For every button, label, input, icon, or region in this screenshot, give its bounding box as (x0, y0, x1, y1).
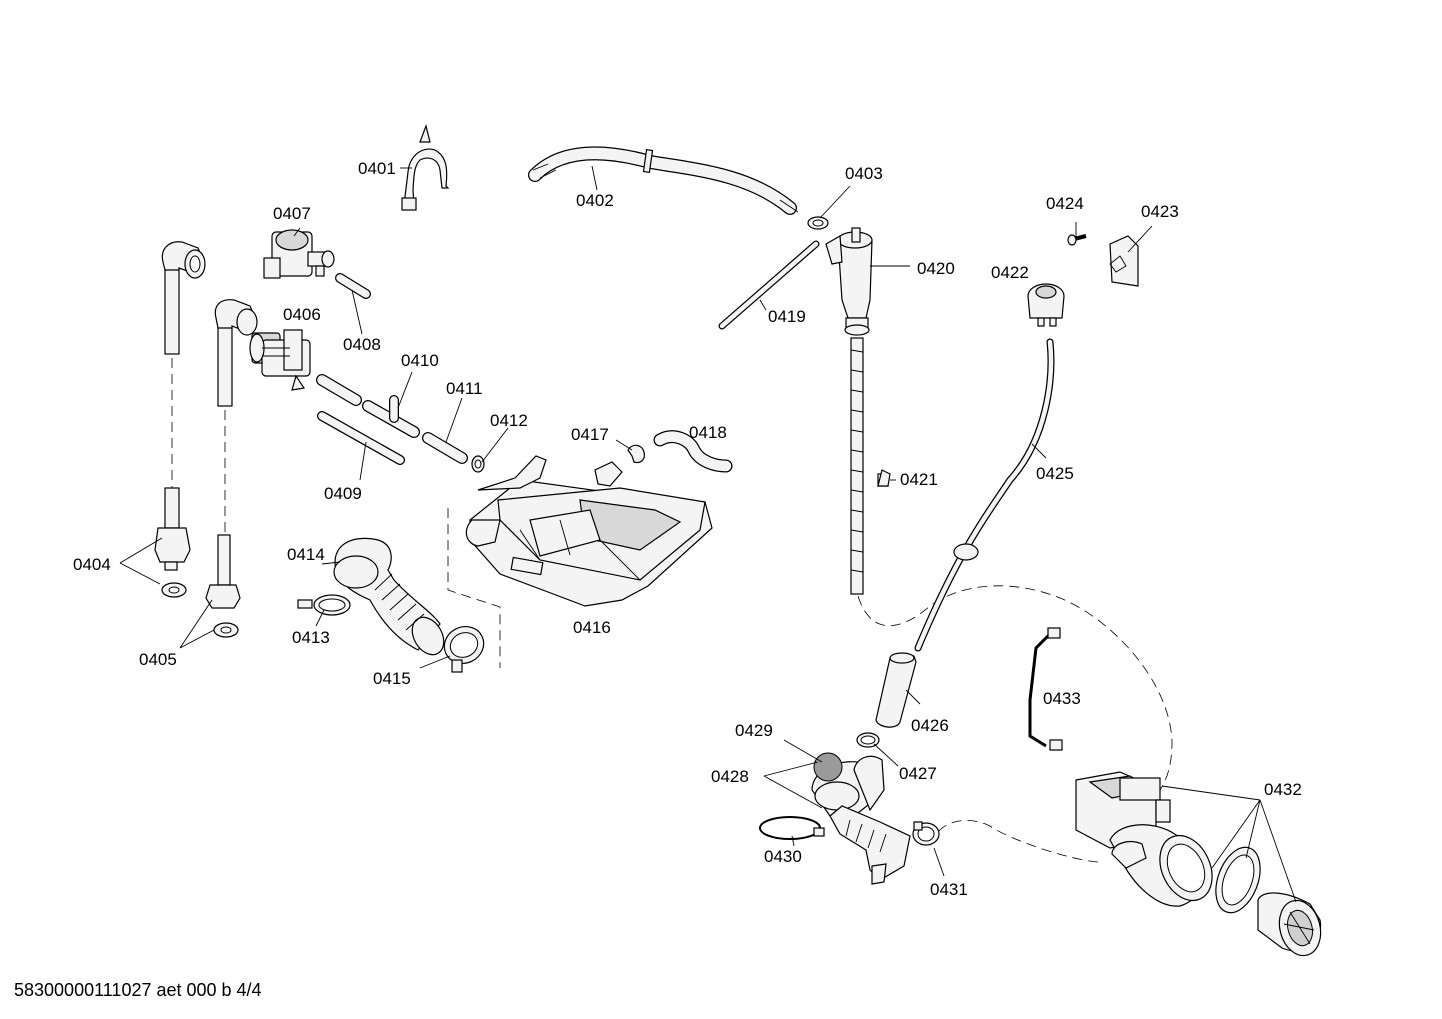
callout-0431: 0431 (930, 880, 968, 899)
callout-0430: 0430 (764, 847, 802, 866)
callout-0403: 0403 (845, 164, 883, 183)
callout-0423: 0423 (1141, 202, 1179, 221)
part-0401-u-bracket[interactable] (401, 123, 450, 211)
assembly-dashed-lines (171, 358, 1173, 863)
part-0406-valve[interactable] (249, 329, 311, 391)
part-0414-bellows-hose[interactable] (333, 537, 450, 660)
part-0425-air-tube[interactable] (914, 338, 1055, 652)
part-0431-clamp[interactable] (912, 821, 940, 846)
part-0404-pipe-assembly[interactable] (154, 241, 206, 598)
part-0408-tube-lower[interactable] (316, 374, 362, 406)
callout-0414: 0414 (287, 545, 325, 564)
part-0403-clip[interactable] (807, 216, 829, 230)
callout-0432: 0432 (1264, 780, 1302, 799)
callout-0408: 0408 (343, 335, 381, 354)
part-0407-valve[interactable] (263, 229, 335, 279)
callout-0419: 0419 (768, 307, 806, 326)
callout-0427: 0427 (899, 764, 937, 783)
part-0405-pipe-assembly[interactable] (205, 299, 258, 638)
callout-0428: 0428 (711, 767, 749, 786)
callout-0424: 0424 (1046, 194, 1084, 213)
callout-0421: 0421 (900, 470, 938, 489)
part-0420-pressure-chamber[interactable] (825, 227, 873, 595)
callout-0401: 0401 (358, 159, 396, 178)
callout-0429: 0429 (735, 721, 773, 740)
part-0412-clip[interactable] (471, 455, 485, 473)
part-0430-clamp-ring[interactable] (759, 816, 825, 840)
part-0429-ball[interactable] (813, 752, 843, 782)
callout-0420: 0420 (917, 259, 955, 278)
part-0424-screw[interactable] (1067, 234, 1087, 246)
callout-0415: 0415 (373, 669, 411, 688)
callout-0404: 0404 (73, 555, 111, 574)
callout-0409: 0409 (324, 484, 362, 503)
part-0408-tube[interactable] (335, 273, 371, 299)
callout-0406: 0406 (283, 305, 321, 324)
callout-0422: 0422 (991, 263, 1029, 282)
document-reference: 58300000111027 aet 000 b 4/4 (14, 980, 262, 1000)
part-0421-clip[interactable] (877, 469, 891, 487)
part-0410-t-piece[interactable] (362, 395, 420, 438)
part-0418-curved-hose[interactable] (653, 430, 733, 473)
callout-0412: 0412 (490, 411, 528, 430)
part-0411-tube[interactable] (422, 432, 468, 464)
part-0433-cable[interactable] (1028, 627, 1063, 751)
callout-0425: 0425 (1036, 464, 1074, 483)
part-0422-pressure-switch[interactable] (1027, 283, 1065, 327)
part-0432-drain-pump[interactable] (1075, 771, 1327, 960)
callout-0407: 0407 (273, 204, 311, 223)
leader-lines (119, 165, 1297, 903)
part-0413-clamp[interactable] (297, 594, 351, 616)
callout-0418: 0418 (689, 423, 727, 442)
part-0426-capsule[interactable] (875, 652, 917, 728)
callout-0433: 0433 (1043, 689, 1081, 708)
part-0409-tube[interactable] (317, 411, 405, 465)
callout-0402: 0402 (576, 191, 614, 210)
callout-0405: 0405 (139, 650, 177, 669)
part-0427-clamp[interactable] (856, 732, 880, 748)
part-0416-detergent-housing[interactable] (465, 455, 713, 607)
callout-0411: 0411 (446, 379, 483, 398)
part-0423-bracket-plate[interactable] (1109, 235, 1139, 287)
callout-0426: 0426 (911, 716, 949, 735)
part-0419-rod[interactable] (718, 240, 820, 330)
part-0402-hose[interactable] (528, 146, 799, 215)
callout-0410: 0410 (401, 351, 439, 370)
callout-0413: 0413 (292, 628, 330, 647)
part-0417-clip[interactable] (627, 444, 645, 464)
part-0415-clamp[interactable] (438, 620, 489, 673)
callout-labels: 0401 0402 0403 0404 0405 0406 0407 0408 … (73, 159, 1302, 899)
callout-0417: 0417 (571, 425, 609, 444)
callout-0416: 0416 (573, 618, 611, 637)
